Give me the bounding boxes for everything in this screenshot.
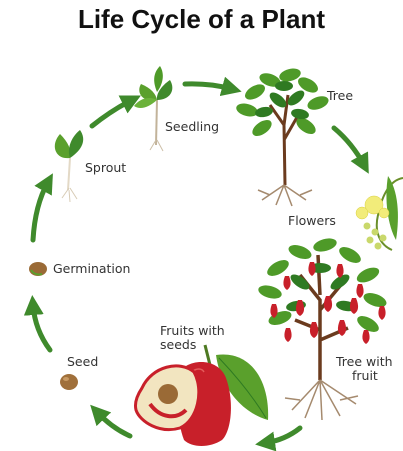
label-germination: Germination (53, 261, 130, 276)
fruits-with-seeds-illustration (135, 345, 268, 446)
seedling-illustration (134, 66, 172, 151)
germination-illustration (29, 262, 47, 276)
arrow-tree-to-flowers (334, 128, 364, 165)
label-tree: Tree (326, 88, 353, 103)
tree-with-fruit-illustration (257, 236, 388, 420)
arrow-fruit-to-fruits (265, 428, 300, 443)
label-seedling: Seedling (165, 119, 219, 134)
arrow-seedling-to-tree (185, 84, 232, 89)
flowers-illustration (356, 176, 403, 250)
label-flowers: Flowers (288, 213, 336, 228)
label-sprout: Sprout (85, 160, 126, 175)
arrow-seed-to-germination (33, 305, 50, 350)
seed-illustration (60, 374, 78, 390)
label-fruits-with-seeds-line2: seeds (160, 337, 196, 352)
label-fruits-with-seeds-line1: Fruits with (160, 323, 225, 338)
sprout-illustration (55, 130, 83, 202)
arrow-fruits-to-seed (97, 412, 130, 436)
label-tree-with-fruit-line2: fruit (352, 368, 378, 383)
arrow-sprout-to-seedling (92, 100, 132, 126)
tree-illustration (235, 66, 331, 206)
arrow-germination-to-sprout (33, 182, 48, 240)
label-seed: Seed (67, 354, 98, 369)
label-tree-with-fruit-line1: Tree with (335, 354, 393, 369)
